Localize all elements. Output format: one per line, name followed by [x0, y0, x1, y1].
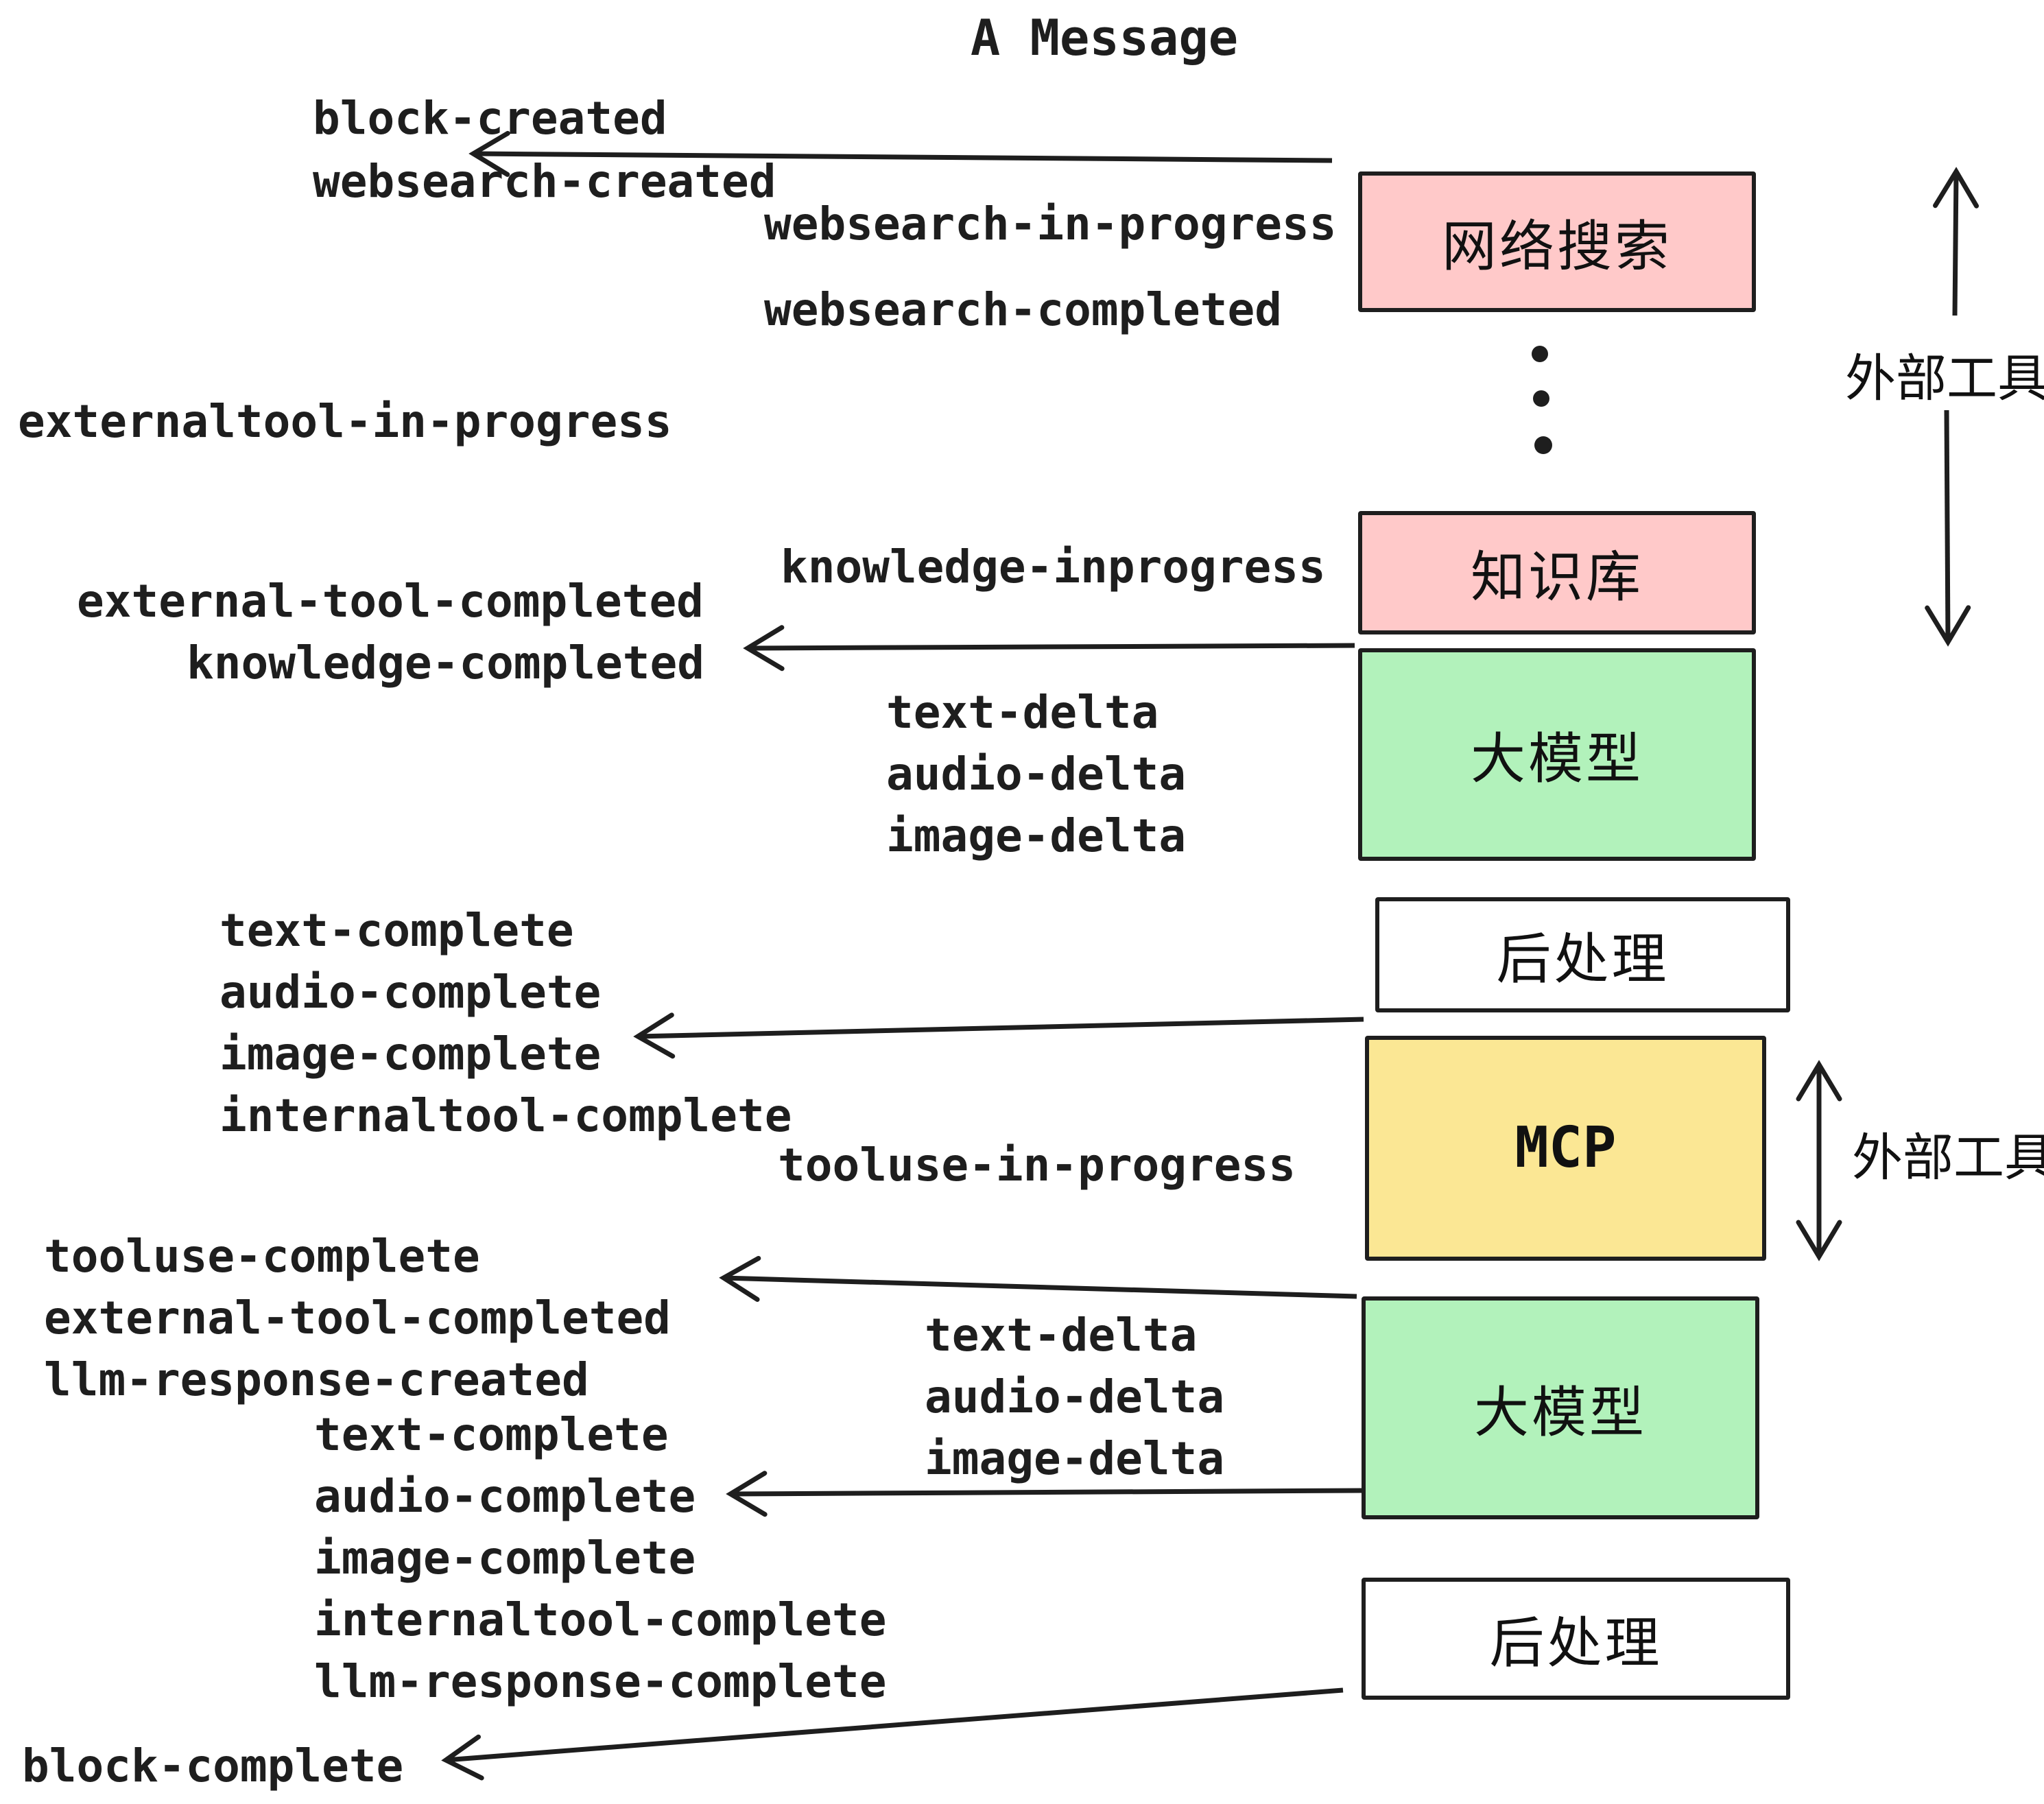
event-label-audio-delta-2: audio-delta: [925, 1370, 1225, 1423]
event-label-internaltool-complete: internaltool-complete: [219, 1089, 792, 1142]
postprocess-box-2-label: 后处理: [1489, 1613, 1663, 1674]
ellipsis-dots: [1532, 346, 1552, 454]
llm-box-2-label: 大模型: [1474, 1381, 1647, 1443]
mcp-box-label: MCP: [1514, 1115, 1617, 1180]
event-label-text-delta-2: text-delta: [925, 1309, 1198, 1362]
event-label-image-delta-2: image-delta: [925, 1432, 1225, 1485]
event-label-knowledge-inprogress: knowledge-inprogress: [781, 541, 1326, 593]
mcp-box: MCP: [1365, 1036, 1766, 1261]
arrow-internal-complete: [633, 1012, 1364, 1059]
event-label-external-tool-completed: external-tool-completed: [77, 575, 704, 628]
llm-box-1-label: 大模型: [1471, 728, 1643, 790]
websearch-box: 网络搜索: [1358, 171, 1756, 312]
event-label-text-complete: text-complete: [219, 904, 574, 957]
event-label-websearch-created: websearch-created: [313, 155, 776, 208]
websearch-box-label: 网络搜索: [1442, 215, 1672, 277]
event-label-block-created: block-created: [313, 92, 667, 145]
event-label-image-complete: image-complete: [219, 1028, 602, 1080]
event-label-block-complete: block-complete: [22, 1740, 404, 1792]
event-label-knowledge-completed: knowledge-completed: [187, 637, 704, 689]
arrow-tooluse-complete: [719, 1255, 1357, 1302]
event-label-audio-complete-2: audio-complete: [314, 1470, 696, 1523]
event-label-tooluse-complete: tooluse-complete: [44, 1230, 480, 1283]
event-label-audio-complete: audio-complete: [219, 966, 602, 1019]
external-tools-annotation-2: 外部工具: [1852, 1129, 2044, 1186]
event-label-internaltool-complete-2: internaltool-complete: [314, 1593, 887, 1646]
postprocess-box-1: 后处理: [1375, 897, 1790, 1012]
event-label-llm-response-complete: llm-response-complete: [314, 1655, 887, 1708]
llm-box-1: 大模型: [1358, 648, 1756, 861]
external-tools-up-arrow: [1933, 167, 1980, 316]
event-label-text-delta: text-delta: [886, 686, 1159, 739]
event-label-externaltool-in-progress: externaltool-in-progress: [18, 395, 672, 448]
knowledge-base-box: 知识库: [1358, 511, 1756, 634]
postprocess-box-2: 后处理: [1362, 1578, 1790, 1700]
event-label-text-complete-2: text-complete: [314, 1408, 669, 1461]
diagram-title: A Message: [970, 9, 1239, 67]
external-tools-down-arrow: [1925, 410, 1971, 647]
event-label-image-complete-2: image-complete: [314, 1532, 696, 1585]
arrow-llm-complete: [726, 1471, 1362, 1517]
event-label-llm-response-created: llm-response-created: [44, 1353, 589, 1406]
event-label-image-delta: image-delta: [886, 809, 1187, 862]
event-label-tooluse-in-progress: tooluse-in-progress: [778, 1139, 1296, 1191]
external-tools-annotation-1: 外部工具: [1845, 350, 2044, 407]
arrow-knowledge-completed: [743, 625, 1355, 672]
postprocess-box-1-label: 后处理: [1496, 929, 1669, 990]
event-label-websearch-completed: websearch-completed: [764, 283, 1282, 336]
event-label-audio-delta: audio-delta: [886, 748, 1187, 800]
knowledge-base-box-label: 知识库: [1471, 547, 1643, 608]
event-label-external-tool-completed-2: external-tool-completed: [44, 1292, 671, 1344]
event-label-websearch-in-progress: websearch-in-progress: [764, 198, 1337, 250]
arrow-websearch-created: [468, 130, 1333, 177]
llm-box-2: 大模型: [1362, 1296, 1759, 1519]
arrow-block-complete: [441, 1687, 1344, 1781]
